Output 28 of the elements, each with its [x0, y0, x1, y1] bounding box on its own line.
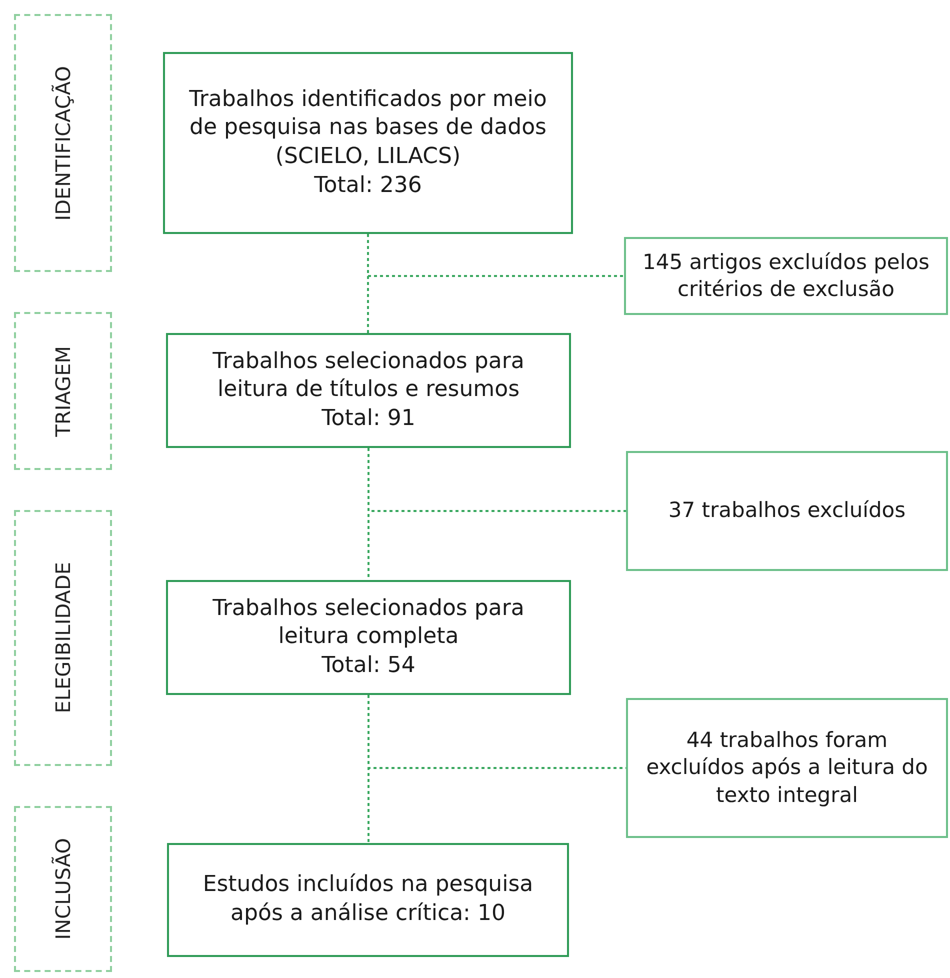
box-text: 145 artigos excluídos pelos critérios de exclusão — [642, 248, 930, 303]
exclusion-box — [626, 451, 948, 571]
stage-label: ELEGIBILIDADE — [51, 562, 75, 714]
stage-box — [14, 14, 112, 272]
exclusion-box — [624, 237, 948, 315]
box-text: Trabalhos selecionados para leitura de títulos e resumos — [212, 348, 526, 404]
connector-line — [368, 448, 626, 512]
connector-line — [367, 234, 624, 277]
stage-box — [14, 312, 112, 470]
exclusion-box — [626, 698, 948, 838]
box-text: Trabalhos selecionados para leitura completa — [212, 594, 526, 652]
stage-box — [14, 510, 112, 766]
box-text: 44 trabalhos foram excluídos após a leitura do texto integral — [645, 727, 929, 809]
connector-line — [368, 695, 626, 769]
box-text: Trabalhos identificados por meio de pesquisa nas bases de dados (SCIELO, LILACS) — [188, 86, 548, 171]
box-text: Total: 91 — [322, 404, 416, 433]
box-text: 37 trabalhos excluídos — [668, 497, 906, 524]
stage-label: INCLUSÃO — [51, 838, 75, 940]
process-box — [166, 580, 571, 695]
process-box — [167, 843, 569, 957]
box-text: Total: 236 — [314, 172, 422, 200]
stage-label: IDENTIFICAÇÃO — [51, 66, 75, 220]
stage-box — [14, 806, 112, 972]
stage-label: TRIAGEM — [51, 346, 75, 436]
box-text: Estudos incluídos na pesquisa após a análise crítica: 10 — [202, 871, 534, 928]
process-box — [166, 333, 571, 448]
box-text: Total: 54 — [322, 652, 416, 680]
process-box — [163, 52, 573, 234]
